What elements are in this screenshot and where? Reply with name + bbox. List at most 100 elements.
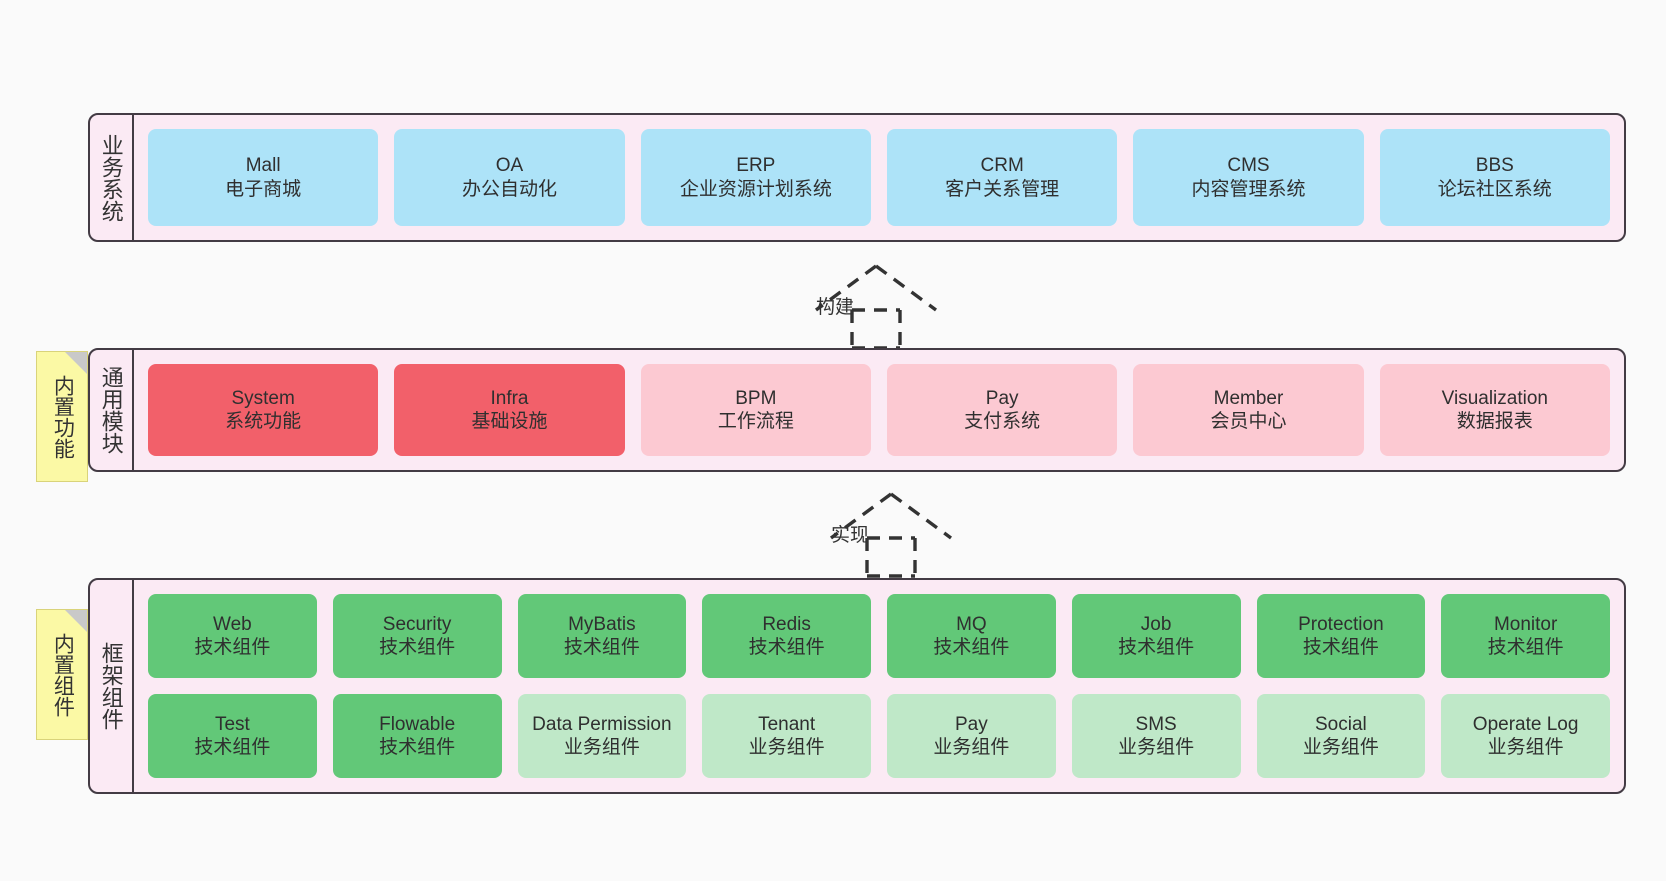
node-subtitle: 技术组件	[194, 637, 271, 658]
node-social[interactable]: Social 业务组件	[1256, 694, 1426, 778]
node-subtitle: 基础设施	[471, 411, 548, 432]
node-system[interactable]: System 系统功能	[148, 364, 379, 456]
node-row: Mall 电子商城 OA 办公自动化 ERP 企业资源计划系统 CRM 客户关系…	[148, 129, 1610, 226]
connector-build-label: 构建	[816, 297, 855, 318]
node-member[interactable]: Member 会员中心	[1133, 364, 1364, 456]
node-subtitle: 业务组件	[933, 737, 1010, 758]
node-mybatis[interactable]: MyBatis 技术组件	[517, 594, 687, 678]
layer-business-system[interactable]: 业务系统 Mall 电子商城 OA 办公自动化 ERP 企业资源计划系统 CRM…	[88, 113, 1626, 242]
node-subtitle: 技术组件	[379, 737, 456, 758]
node-bbs[interactable]: BBS 论坛社区系统	[1379, 129, 1610, 226]
node-pay-component[interactable]: Pay 业务组件	[887, 694, 1056, 778]
node-title: BBS	[1475, 155, 1514, 177]
node-title: Mall	[245, 155, 281, 177]
node-subtitle: 内容管理系统	[1191, 178, 1306, 200]
node-redis[interactable]: Redis 技术组件	[702, 594, 871, 678]
node-mall[interactable]: Mall 电子商城	[148, 129, 379, 226]
node-title: System	[231, 387, 295, 409]
connector-build: 构建	[800, 262, 948, 350]
node-operate-log[interactable]: Operate Log 业务组件	[1441, 694, 1610, 778]
note-builtin-components[interactable]: 内置组件	[36, 609, 88, 740]
note-label: 内置功能	[51, 374, 75, 459]
layer-body-framework-components: Web 技术组件 Security 技术组件 MyBatis 技术组件 Redi…	[134, 580, 1624, 792]
note-builtin-features[interactable]: 内置功能	[36, 351, 88, 482]
node-title: ERP	[736, 155, 776, 177]
node-visualization[interactable]: Visualization 数据报表	[1379, 364, 1610, 456]
node-title: Data Permission	[532, 713, 672, 735]
node-subtitle: 论坛社区系统	[1437, 178, 1552, 200]
node-subtitle: 技术组件	[379, 637, 456, 658]
node-title: CRM	[980, 155, 1024, 177]
node-protection[interactable]: Protection 技术组件	[1256, 594, 1426, 678]
node-title: Job	[1140, 613, 1172, 635]
node-security[interactable]: Security 技术组件	[332, 594, 502, 678]
node-test[interactable]: Test 技术组件	[148, 694, 317, 778]
node-subtitle: 技术组件	[563, 637, 640, 658]
connector-implement-label: 实现	[831, 525, 870, 546]
connector-implement: 实现	[815, 490, 963, 578]
node-title: Redis	[762, 613, 811, 635]
node-subtitle: 办公自动化	[461, 178, 557, 200]
node-subtitle: 系统功能	[225, 411, 302, 432]
node-subtitle: 工作流程	[717, 411, 794, 432]
node-web[interactable]: Web 技术组件	[148, 594, 317, 678]
node-title: Protection	[1298, 613, 1384, 635]
node-crm[interactable]: CRM 客户关系管理	[886, 129, 1118, 226]
connector-implement-arrow	[829, 492, 953, 578]
node-title: Security	[382, 613, 452, 635]
node-subtitle: 业务组件	[563, 737, 640, 758]
node-title: MQ	[956, 613, 987, 635]
layer-framework-components[interactable]: 框架组件 Web 技术组件 Security 技术组件 MyBatis 技术组件…	[88, 578, 1626, 794]
node-sms[interactable]: SMS 业务组件	[1071, 694, 1241, 778]
layer-title-business-system: 业务系统	[90, 115, 134, 240]
node-flowable[interactable]: Flowable 技术组件	[332, 694, 502, 778]
node-row: Web 技术组件 Security 技术组件 MyBatis 技术组件 Redi…	[148, 594, 1610, 678]
node-infra[interactable]: Infra 基础设施	[394, 364, 625, 456]
node-job[interactable]: Job 技术组件	[1071, 594, 1241, 678]
node-subtitle: 业务组件	[1487, 737, 1564, 758]
node-data-permission[interactable]: Data Permission 业务组件	[517, 694, 687, 778]
layer-title-framework-components: 框架组件	[90, 580, 134, 792]
node-subtitle: 业务组件	[1118, 737, 1195, 758]
node-title: SMS	[1135, 713, 1177, 735]
node-subtitle: 数据报表	[1456, 411, 1533, 432]
node-subtitle: 支付系统	[964, 411, 1041, 432]
node-pay-module[interactable]: Pay 支付系统	[886, 364, 1118, 456]
node-title: Monitor	[1493, 613, 1558, 635]
node-title: OA	[495, 155, 524, 177]
node-subtitle: 技术组件	[933, 637, 1010, 658]
node-title: Social	[1315, 713, 1367, 735]
node-subtitle: 业务组件	[748, 737, 825, 758]
node-subtitle: 技术组件	[1487, 637, 1564, 658]
node-title: Pay	[955, 713, 988, 735]
node-subtitle: 技术组件	[748, 637, 825, 658]
node-subtitle: 技术组件	[1302, 637, 1379, 658]
node-subtitle: 技术组件	[1118, 637, 1195, 658]
node-title: MyBatis	[568, 613, 636, 635]
node-oa[interactable]: OA 办公自动化	[394, 129, 625, 226]
node-cms[interactable]: CMS 内容管理系统	[1133, 129, 1364, 226]
node-title: Visualization	[1441, 387, 1548, 409]
layer-common-modules[interactable]: 通用模块 System 系统功能 Infra 基础设施 BPM 工作流程 Pay…	[88, 348, 1626, 472]
node-bpm[interactable]: BPM 工作流程	[640, 364, 871, 456]
node-subtitle: 客户关系管理	[945, 178, 1060, 200]
node-title: Operate Log	[1472, 713, 1579, 735]
node-title: Web	[213, 613, 252, 635]
node-monitor[interactable]: Monitor 技术组件	[1441, 594, 1610, 678]
node-subtitle: 企业资源计划系统	[679, 178, 832, 200]
node-title: Flowable	[379, 713, 456, 735]
node-title: Pay	[985, 387, 1019, 409]
node-erp[interactable]: ERP 企业资源计划系统	[640, 129, 871, 226]
node-title: CMS	[1227, 155, 1270, 177]
layer-title-common-modules: 通用模块	[90, 350, 134, 470]
node-subtitle: 电子商城	[225, 178, 302, 200]
node-mq[interactable]: MQ 技术组件	[887, 594, 1056, 678]
node-subtitle: 会员中心	[1210, 411, 1287, 432]
node-row: Test 技术组件 Flowable 技术组件 Data Permission …	[148, 694, 1610, 778]
note-label: 内置组件	[51, 632, 75, 717]
layer-body-common-modules: System 系统功能 Infra 基础设施 BPM 工作流程 Pay 支付系统…	[134, 350, 1624, 470]
node-tenant[interactable]: Tenant 业务组件	[702, 694, 871, 778]
node-title: Test	[214, 713, 250, 735]
node-title: BPM	[735, 387, 777, 409]
